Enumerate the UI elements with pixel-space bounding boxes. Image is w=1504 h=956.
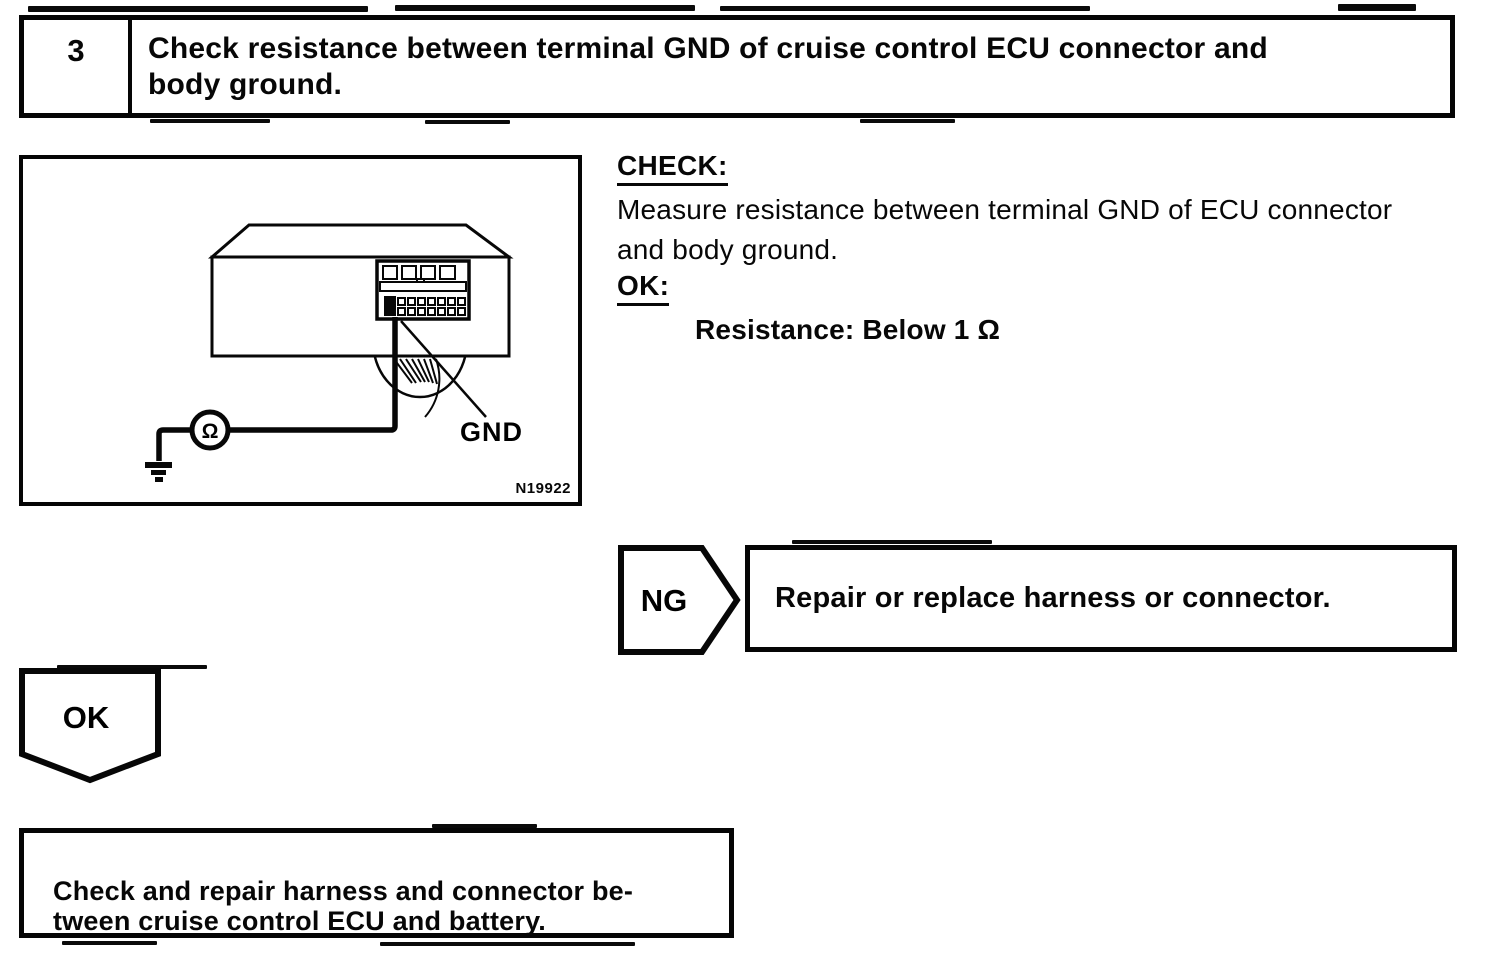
check-heading: CHECK: xyxy=(617,150,728,186)
step-title: Check resistance between terminal GND of… xyxy=(148,32,1268,101)
ok-pentagon: OK xyxy=(19,668,161,784)
scan-artifact xyxy=(380,942,635,946)
scan-artifact xyxy=(720,6,1090,11)
ng-action-box: Repair or replace harness or connector. xyxy=(745,545,1457,652)
step-header: 3 Check resistance between terminal GND … xyxy=(19,15,1455,118)
ng-pentagon: NG xyxy=(618,545,741,655)
gnd-leader-line xyxy=(400,320,487,418)
scan-artifact xyxy=(1338,4,1416,11)
scan-artifact xyxy=(62,941,157,945)
step-number: 3 xyxy=(24,20,132,113)
gnd-terminal-pin xyxy=(384,296,396,316)
harness-strands xyxy=(393,358,441,418)
ng-action-text: Repair or replace harness or connector. xyxy=(775,582,1331,614)
ok-action-text: Check and repair harness and connector b… xyxy=(53,876,634,936)
ng-connector-label: NG xyxy=(641,583,688,618)
ok-spec-text: Resistance: Below 1 Ω xyxy=(695,314,1001,345)
connector-pins xyxy=(379,265,467,316)
scan-artifact xyxy=(432,824,537,828)
ohmmeter-omega-label: Ω xyxy=(202,420,219,443)
ecu-diagram-panel: Ω GND N19922 xyxy=(19,155,582,506)
scan-artifact xyxy=(28,6,368,12)
scan-artifact xyxy=(425,120,510,124)
check-text: Measure resistance between terminal GND … xyxy=(617,194,1393,265)
wire-to-ohmmeter xyxy=(228,317,398,433)
scan-artifact xyxy=(395,5,695,11)
gnd-label: GND xyxy=(460,417,523,447)
ecu-measurement-diagram: Ω GND xyxy=(145,223,523,482)
ok-connector: OK xyxy=(19,668,161,784)
scan-artifact xyxy=(860,119,955,123)
ok-connector-label: OK xyxy=(63,700,110,735)
ok-heading: OK: xyxy=(617,270,670,306)
ok-action-box: Check and repair harness and connector b… xyxy=(19,828,734,938)
scan-artifact xyxy=(150,119,270,123)
figure-number: N19922 xyxy=(515,480,571,497)
check-instructions: CHECK: Measure resistance between termin… xyxy=(617,150,1481,346)
wire-to-ground xyxy=(156,427,192,461)
ground-symbol xyxy=(145,462,172,482)
scan-artifact xyxy=(57,665,207,669)
scan-artifact xyxy=(792,540,992,544)
ng-connector: NG xyxy=(618,545,741,655)
ecu-top-face xyxy=(207,223,514,259)
